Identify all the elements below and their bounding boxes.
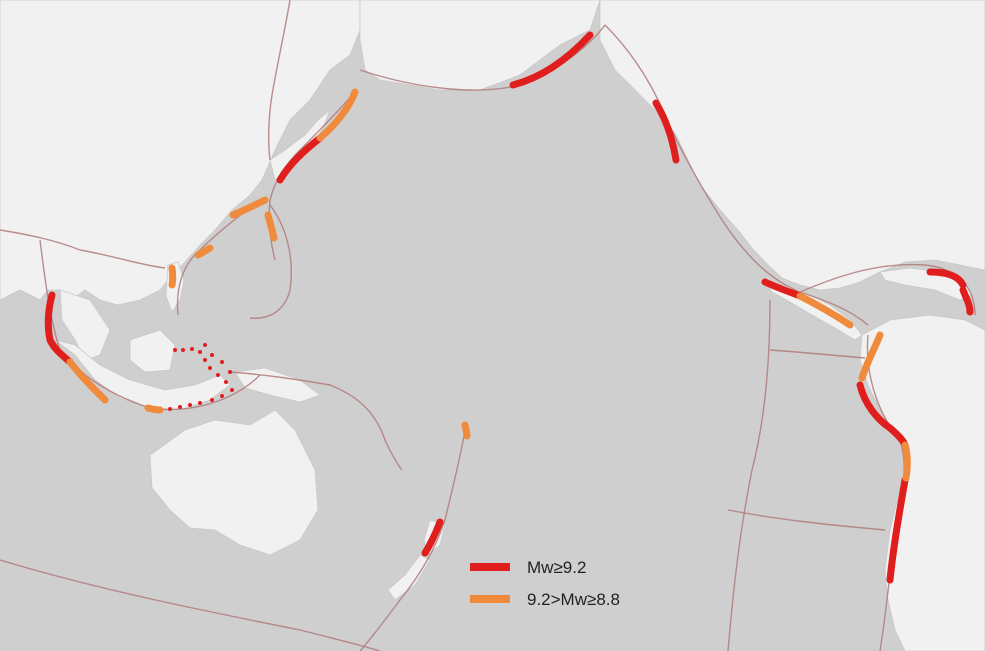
plate-boundary-east-pacific-rise xyxy=(727,299,771,651)
segment-orange-japan xyxy=(229,196,269,219)
banda-dot xyxy=(198,401,202,405)
plate-boundary-galapagos xyxy=(769,349,866,359)
banda-dot xyxy=(210,398,214,402)
banda-dot xyxy=(220,394,224,398)
banda-dot xyxy=(198,350,202,354)
plate-boundary-american-west xyxy=(604,24,869,326)
segment-red-antilles xyxy=(959,286,974,316)
banda-dot xyxy=(208,366,212,370)
plate-boundary-mariana xyxy=(249,204,292,319)
banda-dot xyxy=(210,353,214,357)
segment-red-kuril xyxy=(276,134,324,184)
plate-boundary-caribbean xyxy=(799,263,976,316)
plate-boundary-pacific-antarctic xyxy=(0,559,381,651)
landmass-north-america xyxy=(599,0,985,291)
segment-red-alaska xyxy=(509,31,594,89)
legend-label-red: Mw≥9.2 xyxy=(527,558,586,577)
landmass-asia xyxy=(0,0,361,306)
plate-boundary-asia-inner xyxy=(0,229,166,269)
landmass-new-guinea xyxy=(234,367,321,403)
segments-mw-8-8 xyxy=(66,88,911,482)
segment-orange-philippines xyxy=(168,264,177,289)
segment-red-peru-north xyxy=(856,381,894,432)
banda-dot xyxy=(188,403,192,407)
segment-orange-java xyxy=(144,404,164,414)
segment-red-chile xyxy=(886,476,909,584)
segments-mw-9-2 xyxy=(44,31,974,584)
landmass-new-zealand-south xyxy=(387,554,431,601)
segment-orange-chile-north xyxy=(901,441,911,482)
banda-dot xyxy=(178,405,182,409)
landmass-borneo xyxy=(129,329,176,373)
segment-orange-sumatra xyxy=(66,358,109,404)
segment-orange-kamchatka xyxy=(316,88,359,142)
segment-red-new-zealand xyxy=(421,518,444,557)
banda-dot xyxy=(181,348,185,352)
legend: Mw≥9.2 9.2>Mw≥8.8 xyxy=(470,558,620,609)
landmass-australia xyxy=(149,409,319,556)
plate-boundary-okhotsk xyxy=(267,0,291,161)
segment-orange-ryukyu xyxy=(194,244,214,259)
banda-dot xyxy=(190,347,194,351)
landmass-indochina xyxy=(59,289,111,361)
segment-red-cascadia xyxy=(652,99,680,164)
segment-orange-colombia xyxy=(858,331,884,382)
landmass-indonesia xyxy=(54,339,231,411)
segment-orange-izu xyxy=(264,211,278,242)
legend-label-orange: 9.2>Mw≥8.8 xyxy=(527,590,620,609)
plate-boundary-tonga-kermadec xyxy=(359,429,466,651)
banda-dot xyxy=(230,388,234,392)
segment-orange-central-america xyxy=(796,292,854,329)
banda-dot xyxy=(168,407,172,411)
plate-boundary-melanesia xyxy=(229,371,403,471)
segments-banda-dotted xyxy=(168,343,234,411)
segment-red-sumatra-north xyxy=(44,291,56,344)
banda-dot xyxy=(228,370,232,374)
plate-boundary-nazca-antarctic xyxy=(727,509,886,531)
segment-orange-kermadec xyxy=(461,421,471,440)
segment-red-caribbean xyxy=(926,268,967,289)
banda-dot xyxy=(203,358,207,362)
banda-dot xyxy=(224,380,228,384)
banda-dot xyxy=(173,348,177,352)
banda-dot xyxy=(216,373,220,377)
banda-dot xyxy=(203,343,207,347)
banda-dot xyxy=(220,360,224,364)
